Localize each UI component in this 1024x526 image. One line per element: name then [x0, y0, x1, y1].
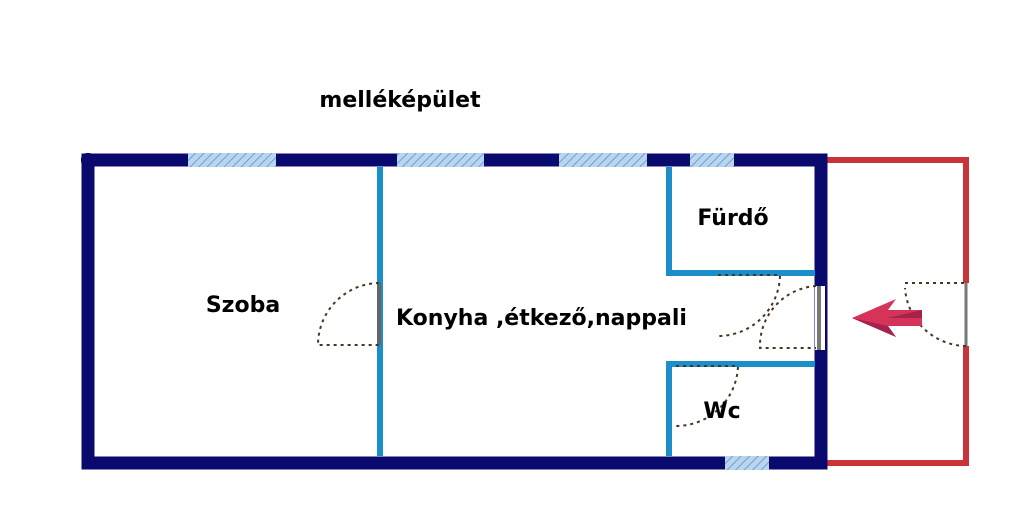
plan-title: melléképület — [319, 88, 481, 113]
door-entry — [758, 285, 825, 350]
room-label-konyha: Konyha ,étkező,nappali — [396, 306, 687, 331]
window-wc — [725, 456, 769, 470]
door-szoba — [316, 282, 381, 346]
door-furdo — [717, 274, 782, 337]
door-annex — [904, 282, 970, 347]
room-label-wc: Wc — [703, 399, 740, 424]
window-szoba — [188, 153, 276, 167]
entry-arrow-icon — [852, 299, 922, 337]
window-furdo — [690, 153, 734, 167]
window-konyha-1 — [397, 153, 484, 167]
room-label-szoba: Szoba — [206, 293, 280, 318]
room-label-furdo: Fürdő — [697, 206, 768, 231]
window-konyha-2 — [559, 153, 647, 167]
door-wc — [675, 365, 740, 427]
